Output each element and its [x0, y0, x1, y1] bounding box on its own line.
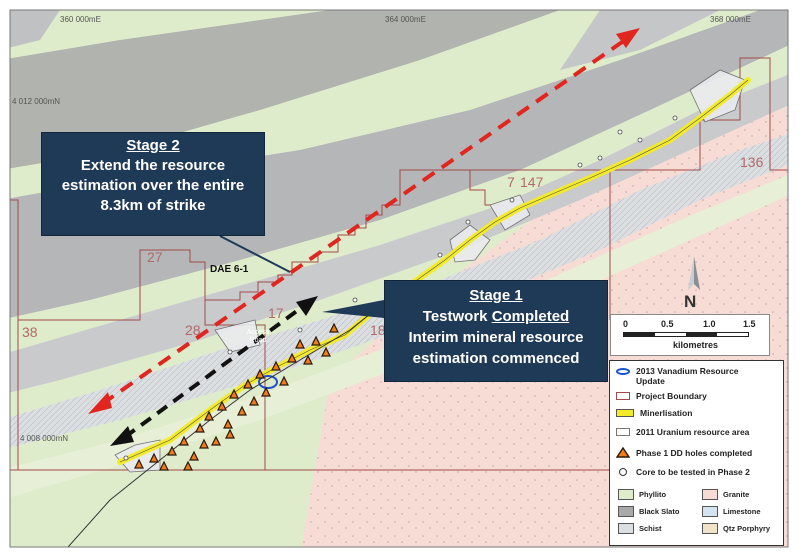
phase1-drill-holes: [134, 322, 339, 471]
triangle-icon: [616, 447, 630, 458]
legend-phase1-label: Phase 1 DD holes completed: [636, 447, 753, 458]
scale-tick-2: 1.0: [703, 319, 716, 329]
legend-lith-phyllite: Phyllito: [618, 489, 666, 500]
area-label-17: 17: [268, 305, 284, 321]
vanadium-resource-outline: [258, 375, 278, 389]
legend-vanadium-label-2: Update: [636, 376, 665, 386]
schist-swatch-icon: [618, 523, 634, 534]
legend-item-uranium: 2011 Uranium resource area: [616, 427, 749, 437]
legend-schist-label: Schist: [639, 524, 662, 533]
qtz-porphyry-swatch-icon: [702, 523, 718, 534]
grid-label-360e: 360 000mE: [60, 15, 101, 24]
area-label-27: 27: [147, 249, 163, 265]
stage1-title: Stage 1: [469, 287, 523, 304]
map-legend: 2013 Vanadium Resource Update Project Bo…: [609, 360, 784, 546]
stage2-callout: Stage 2 Extend the resource estimation o…: [41, 132, 265, 236]
stage1-arrow: [110, 296, 318, 446]
stage1-line-2: Interim mineral resource: [408, 329, 584, 346]
legend-vanadium-label-1: 2013 Vanadium Resource: [636, 366, 739, 376]
north-label: N: [684, 292, 697, 311]
stage1-line-1-prefix: Testwork: [422, 308, 492, 325]
stage1-line-3: estimation commenced: [412, 350, 580, 367]
circle-icon: [619, 468, 627, 476]
stage1-line-1-emph: Completed: [491, 308, 570, 325]
dae-label: DAE 6-1: [210, 264, 249, 275]
legend-lith-qtz-porphyry: Qtz Porphyry: [702, 523, 770, 534]
legend-item-phase1: Phase 1 DD holes completed: [616, 447, 752, 458]
grid-label-364e: 364 000mE: [385, 15, 426, 24]
slate-band-4: [10, 10, 60, 48]
legend-item-mineralisation: Minerlisation: [616, 408, 692, 418]
access-road-line: [67, 289, 401, 547]
stage2-arrow: [88, 28, 640, 414]
legend-item-boundary: Project Boundary: [616, 391, 707, 401]
legend-lith-black-slate: Black Slato: [618, 506, 679, 517]
legend-phyllite-label: Phyllito: [639, 490, 667, 499]
stage2-line-2: estimation over the entire: [61, 177, 245, 194]
area-label-18: 18: [370, 322, 386, 338]
stage2-title: Stage 2: [126, 137, 180, 154]
stage2-line-1: Extend the resource: [80, 157, 226, 174]
slate-band-1: [10, 10, 560, 169]
grid-label-4008n: 4 008 000mN: [20, 434, 69, 443]
stage1-callout: Stage 1 Testwork Completed Interim miner…: [384, 280, 608, 382]
limestone-swatch-icon: [702, 506, 718, 517]
legend-black-slate-label: Black Slato: [639, 507, 680, 516]
slate-band-2: [10, 10, 788, 318]
granite-swatch-icon: [702, 489, 718, 500]
legend-qtz-porphyry-label: Qtz Porphyry: [723, 524, 771, 533]
phase2-core-holes: [123, 115, 678, 461]
north-arrow-icon: [688, 256, 700, 290]
stage1-pointer: [322, 300, 384, 318]
vanadium-ellipse-icon: [616, 368, 630, 375]
grid-label-368e: 368 000mE: [710, 15, 751, 24]
area-label-38: 38: [22, 324, 38, 340]
black-slate-swatch-icon: [618, 506, 634, 517]
scale-tick-1: 0.5: [661, 319, 674, 329]
scale-unit: kilometres: [673, 340, 719, 350]
scale-tick-0: 0: [623, 319, 629, 329]
boundary-swatch-icon: [616, 392, 630, 400]
legend-item-vanadium: 2013 Vanadium Resource Update: [616, 366, 739, 386]
mineralisation-swatch-icon: [616, 409, 634, 417]
stage2-line-3: 8.3km of strike: [100, 197, 206, 214]
grid-label-4012n: 4 012 000mN: [12, 97, 61, 106]
access-road-label: Access Road: [246, 329, 270, 344]
legend-granite-label: Granite: [723, 490, 750, 499]
legend-lith-granite: Granite: [702, 489, 749, 500]
phyllite-swatch-icon: [618, 489, 634, 500]
area-label-28: 28: [185, 322, 201, 338]
area-label-147: 147: [520, 174, 544, 190]
stage2-pointer: [219, 235, 291, 273]
area-label-7: 7: [507, 174, 515, 190]
legend-mineralisation-label: Minerlisation: [640, 408, 693, 418]
schist-band: [10, 134, 788, 448]
legend-phase2-label: Core to be tested in Phase 2: [636, 467, 750, 477]
legend-item-phase2: Core to be tested in Phase 2: [616, 467, 750, 477]
map-frame: [9, 9, 789, 548]
stage1-line-1: Testwork Completed: [385, 306, 607, 327]
uranium-swatch-icon: [616, 428, 630, 436]
area-label-136: 136: [740, 154, 764, 170]
legend-lith-limestone: Limestone: [702, 506, 761, 517]
scale-bar: 0 0.5 1.0 1.5 kilometres: [610, 314, 770, 356]
legend-lith-schist: Schist: [618, 523, 662, 534]
legend-uranium-label: 2011 Uranium resource area: [636, 427, 750, 437]
scale-tick-3: 1.5: [743, 319, 756, 329]
legend-limestone-label: Limestone: [723, 507, 761, 516]
legend-boundary-label: Project Boundary: [636, 391, 707, 401]
scale-bar-graphic: [623, 332, 749, 337]
